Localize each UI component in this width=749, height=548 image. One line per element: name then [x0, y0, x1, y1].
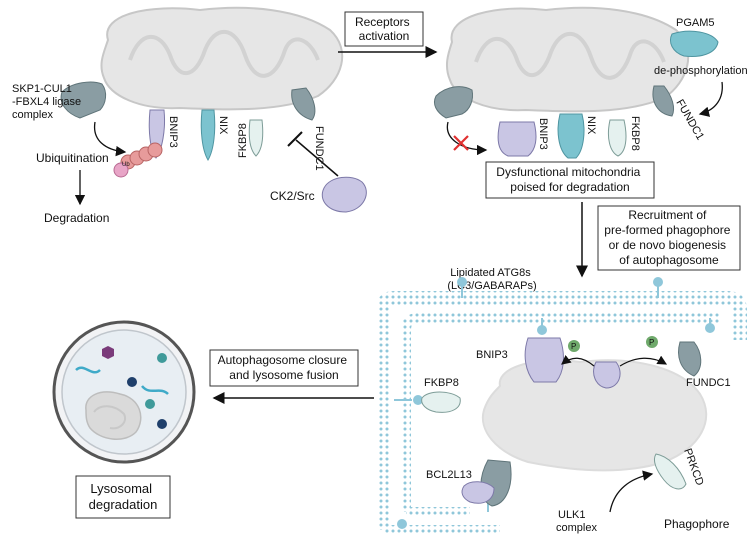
ck2-src-kinase-shape	[321, 176, 367, 213]
degraded-fiber-1	[75, 366, 101, 374]
degraded-fiber-2	[141, 385, 169, 395]
degradation-label: Degradation	[44, 211, 109, 225]
recruitment-box	[597, 205, 741, 271]
pgam5-shape	[670, 30, 719, 57]
mitochondrion-shape-p3	[481, 359, 708, 472]
ulk1-arrow	[609, 470, 654, 513]
nix-receptor-p1	[200, 109, 216, 161]
panel-3-mitochondrion	[481, 359, 708, 472]
ck2-inhibition-line	[295, 139, 339, 177]
closure-fusion-label: Autophagosome closure and lysosome fusio…	[218, 353, 351, 382]
bnip3-dimer-p3	[524, 337, 564, 383]
degraded-particle-2	[127, 377, 137, 387]
dephos-arrow	[698, 81, 723, 117]
blocked-ub-arrow	[446, 121, 488, 156]
ulk1-label: ULK1 complex	[556, 509, 597, 534]
mitochondrion-cristae-p2	[474, 31, 666, 80]
ligase-complex-label: SKP1-CUL1 -FBXL4 ligase complex	[12, 83, 84, 121]
degraded-mito	[85, 391, 142, 440]
panel-2-mitochondrion	[445, 6, 690, 113]
ck2-src-label: CK2/Src	[270, 189, 315, 203]
ubiquitin-chain: Ub	[113, 142, 163, 178]
ligase-to-ub-arrow	[93, 121, 127, 157]
phagophore-label: Phagophore	[664, 517, 730, 531]
bnip3-dimer-p2	[497, 121, 537, 157]
phagophore-membrane-bottom	[384, 507, 500, 535]
dysfunctional-mito-box	[485, 161, 655, 199]
phagophore-membrane	[377, 291, 747, 530]
lysosomal-degradation-label: Lysosomal degradation	[89, 481, 158, 512]
degraded-particle-3	[145, 399, 155, 409]
fkbp8-receptor-p2	[607, 119, 627, 157]
to-bnip3-arrow	[561, 355, 595, 367]
fundc1-label-p1: FUNDC1	[313, 126, 325, 171]
fundc1-label-p3: FUNDC1	[686, 377, 731, 389]
degraded-particle-1	[157, 353, 167, 363]
lysosome	[52, 320, 196, 464]
fkbp8-label-p3: FKBP8	[424, 377, 459, 389]
dephos-label: de-phosphorylation	[654, 65, 748, 77]
fkbp8-receptor-p1	[248, 119, 264, 157]
ligase-complex-shape	[60, 81, 107, 119]
nix-label-p2: NIX	[585, 116, 597, 135]
blocked-x-icon	[453, 135, 469, 151]
bcl2l13-partner	[461, 481, 495, 504]
fundc1-receptor-p2	[652, 85, 675, 117]
ligase-complex-p2	[433, 86, 473, 119]
fkbp8-label-p2: FKBP8	[629, 116, 641, 151]
panel-1-mitochondrion	[100, 6, 344, 111]
fkbp8-receptor-p3	[421, 391, 461, 413]
degraded-particle-hexagon	[102, 346, 114, 359]
mitochondrion-shape	[100, 6, 344, 111]
phospho-icons: P P	[568, 336, 658, 352]
fundc1-receptor-p3	[678, 341, 702, 377]
mito-fragment	[93, 405, 126, 430]
atg8-label: Lipidated ATG8s (LC3/GABARAPs)	[447, 267, 536, 292]
recruitment-label: Recruitment of pre-formed phagophore or …	[604, 208, 733, 267]
ub-symbol: Ub	[122, 162, 130, 168]
bnip3-label-p1: BNIP3	[167, 116, 179, 148]
central-receptor-p3	[593, 361, 621, 389]
mitochondrion-shape-p2	[445, 6, 690, 113]
dysfunctional-mito-label: Dysfunctional mitochondria poised for de…	[496, 165, 643, 194]
lysosomal-degradation-box	[75, 475, 171, 519]
receptors-activation-box	[344, 11, 424, 47]
pgam5-label: PGAM5	[676, 17, 715, 29]
prkcd-shape-p3	[653, 453, 687, 490]
fkbp8-label-p1: FKBP8	[237, 123, 249, 158]
bnip3-label-p3: BNIP3	[476, 349, 508, 361]
nix-label-p1: NIX	[217, 116, 229, 135]
ck2-inhibition-bar	[287, 131, 303, 147]
mitochondrion-cristae	[128, 29, 320, 78]
ubiquitination-label: Ubiquitination	[36, 151, 109, 165]
bnip3-label-p2: BNIP3	[537, 118, 549, 150]
receptors-activation-label: Receptors activation	[355, 15, 413, 43]
degraded-particle-4	[157, 419, 167, 429]
phospho-symbol-left: P	[571, 342, 576, 351]
fundc1-label-p2: FUNDC1	[673, 98, 706, 143]
to-fundc1-arrow	[619, 355, 668, 367]
fundc1-receptor-p1	[291, 87, 316, 121]
phospho-symbol-right: P	[649, 338, 654, 347]
closure-fusion-box	[209, 349, 359, 387]
nix-dimer-p2	[557, 113, 585, 159]
phagophore-membrane-inner	[401, 313, 720, 512]
bcl2l13-label-p3: BCL2L13	[426, 469, 472, 481]
